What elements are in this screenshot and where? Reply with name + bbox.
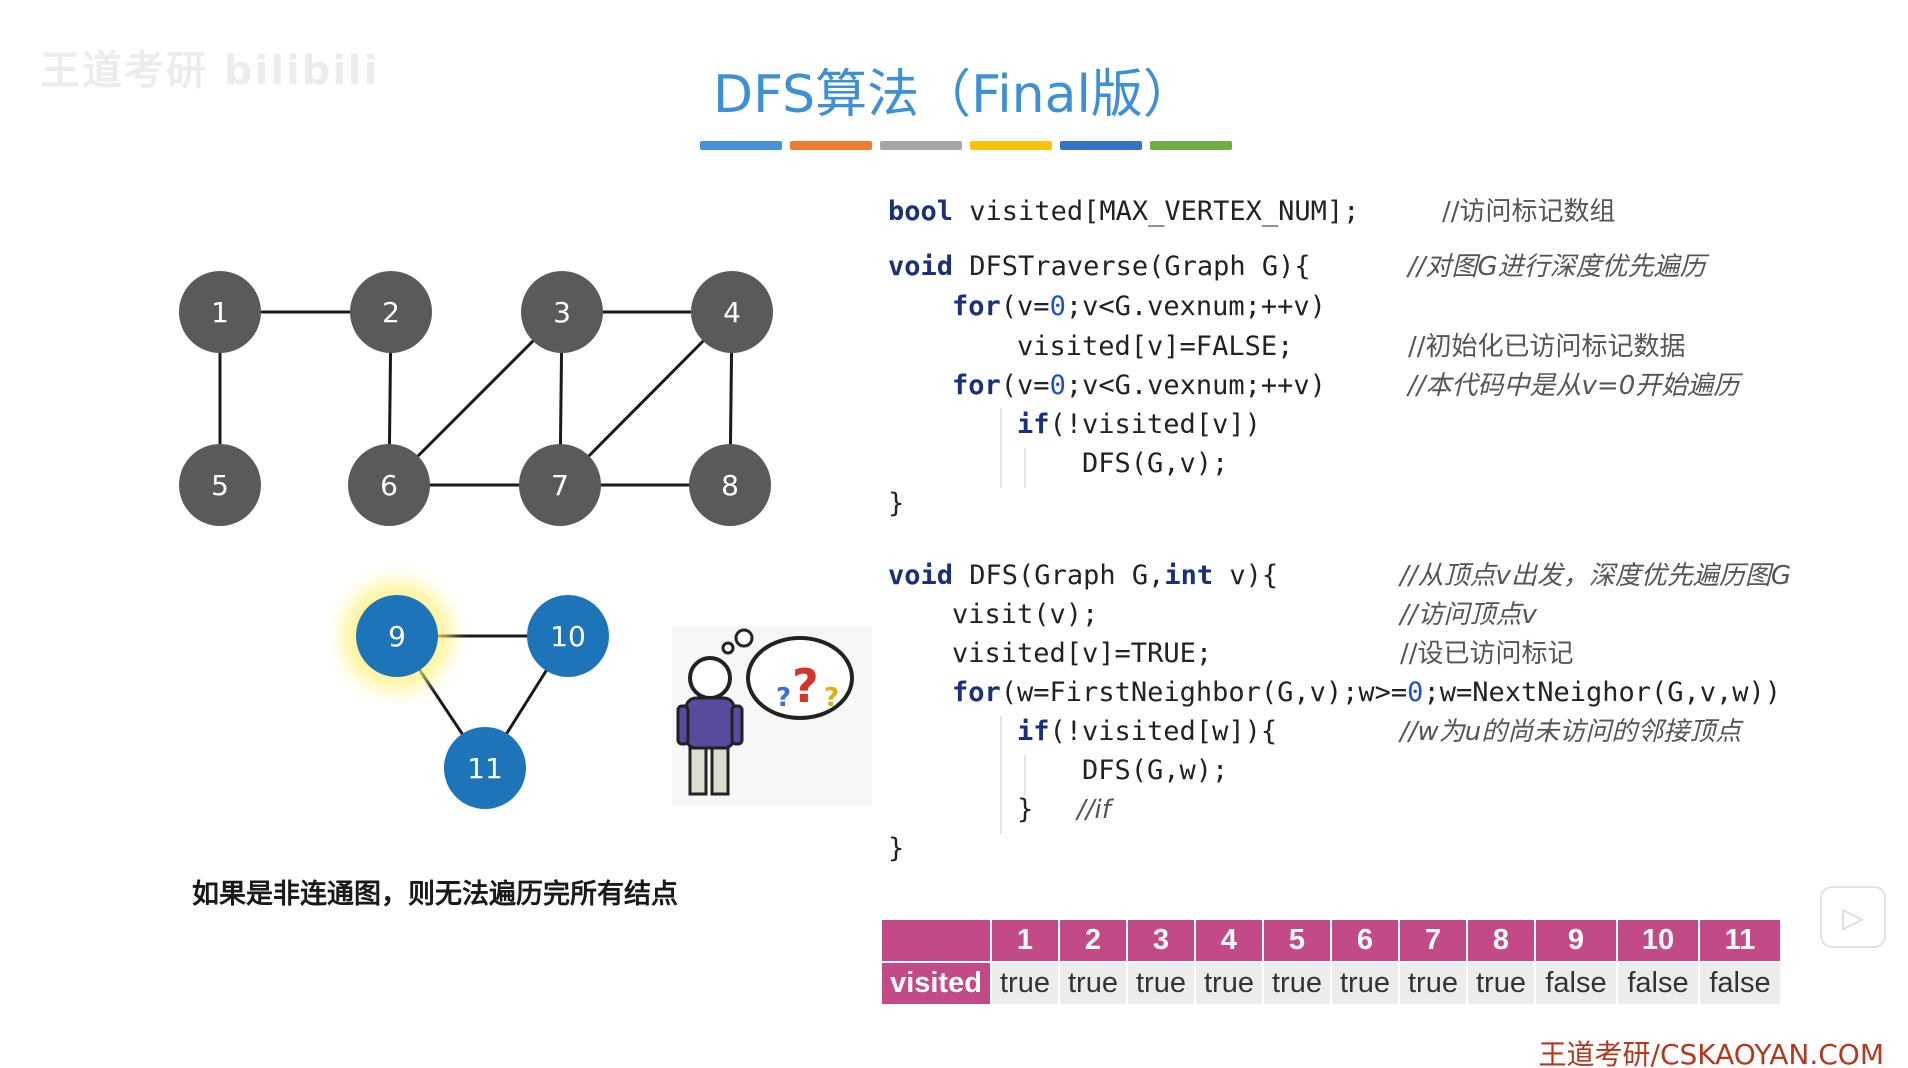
table-value-cell: true bbox=[1194, 961, 1264, 1006]
indent-guide bbox=[1024, 448, 1026, 488]
graph-node-highlighted: 9 bbox=[356, 595, 438, 677]
code-line-call-dfs-w: DFS(G,w); bbox=[1082, 755, 1229, 786]
code-comment: //初始化已访问标记数据 bbox=[1408, 332, 1686, 362]
code-line-if-neighbor: if(!visited[w]){ bbox=[1017, 716, 1278, 747]
graph-node: 11 bbox=[444, 727, 526, 809]
table-row-label: visited bbox=[880, 961, 992, 1006]
graph-node: 7 bbox=[519, 444, 601, 526]
page-title: DFS算法（Final版） bbox=[713, 65, 1195, 125]
table-index-cell: 3 bbox=[1126, 918, 1196, 963]
graph-node: 10 bbox=[527, 595, 609, 677]
code-line-mark: visited[v]=TRUE; bbox=[952, 638, 1213, 669]
code-line-close: } bbox=[888, 488, 905, 519]
title-bar-segment bbox=[1060, 141, 1142, 150]
graph-node: 1 bbox=[179, 271, 261, 353]
caption-text: 如果是非连通图，则无法遍历完所有结点 bbox=[192, 879, 678, 910]
table-value-cell: false bbox=[1534, 961, 1618, 1006]
table-value-cell: false bbox=[1616, 961, 1700, 1006]
table-value-cell: true bbox=[1126, 961, 1196, 1006]
code-line-visit: visit(v); bbox=[952, 599, 1099, 630]
table-index-cell: 10 bbox=[1616, 918, 1700, 963]
table-index-cell: 6 bbox=[1330, 918, 1400, 963]
code-comment: //本代码中是从v=0开始遍历 bbox=[1408, 371, 1740, 401]
table-row: visited true true true true true true tr… bbox=[880, 961, 1782, 1006]
svg-text:?: ? bbox=[776, 683, 791, 713]
graph-node: 5 bbox=[179, 444, 261, 526]
code-line-for-neighbor: for(w=FirstNeighbor(G,v);w>=0;w=NextNeig… bbox=[952, 677, 1782, 708]
table-value-cell: true bbox=[990, 961, 1060, 1006]
graph-node: 3 bbox=[521, 271, 603, 353]
table-index-cell: 11 bbox=[1698, 918, 1782, 963]
svg-text:?: ? bbox=[792, 659, 819, 713]
table-value-cell: true bbox=[1330, 961, 1400, 1006]
graph-node: 4 bbox=[691, 271, 773, 353]
title-bar-segment bbox=[1150, 141, 1232, 150]
code-comment: //访问顶点v bbox=[1400, 600, 1537, 630]
title-bar-segment bbox=[700, 141, 782, 150]
table-index-cell: 9 bbox=[1534, 918, 1618, 963]
table-index-cell: 8 bbox=[1466, 918, 1536, 963]
title-bar-segment bbox=[880, 141, 962, 150]
graph-node: 2 bbox=[350, 271, 432, 353]
table-value-cell: true bbox=[1262, 961, 1332, 1006]
code-comment: //if bbox=[1077, 795, 1111, 825]
visited-array-table: 1 2 3 4 5 6 7 8 9 10 11 visited true tru… bbox=[880, 918, 1782, 1006]
code-comment: //w为u的尚未访问的邻接顶点 bbox=[1400, 717, 1742, 747]
code-comment: //访问标记数组 bbox=[1442, 197, 1616, 227]
site-footer: 王道考研/CSKAOYAN.COM bbox=[1538, 1038, 1884, 1068]
table-value-cell: true bbox=[1398, 961, 1468, 1006]
table-value-cell: false bbox=[1698, 961, 1782, 1006]
code-comment: //从顶点v出发，深度优先遍历图G bbox=[1400, 561, 1792, 591]
code-line-if-close: } bbox=[1017, 794, 1034, 825]
play-icon: ▷ bbox=[1842, 900, 1864, 934]
table-index-cell: 7 bbox=[1398, 918, 1468, 963]
code-line-init: visited[v]=FALSE; bbox=[1017, 331, 1294, 362]
indent-guide bbox=[1000, 408, 1002, 488]
table-index-cell: 1 bbox=[990, 918, 1060, 963]
code-line-if-visited: if(!visited[v]) bbox=[1017, 409, 1261, 440]
table-corner-cell bbox=[880, 918, 992, 963]
indent-guide bbox=[1000, 716, 1002, 834]
code-line-for-traverse: for(v=0;v<G.vexnum;++v) bbox=[952, 370, 1326, 401]
title-bar-segment bbox=[970, 141, 1052, 150]
table-index-cell: 4 bbox=[1194, 918, 1264, 963]
bilibili-watermark: 王道考研 bilibili bbox=[40, 48, 380, 94]
play-button[interactable]: ▷ bbox=[1820, 886, 1886, 948]
thinking-person-icon: ? ? ? bbox=[672, 626, 872, 806]
graph-node: 6 bbox=[348, 444, 430, 526]
code-line-for-init: for(v=0;v<G.vexnum;++v) bbox=[952, 291, 1326, 322]
code-comment: //设已访问标记 bbox=[1400, 639, 1574, 669]
code-line-call-dfs: DFS(G,v); bbox=[1082, 448, 1229, 479]
code-line-dfstraverse-header: void DFSTraverse(Graph G){ bbox=[888, 251, 1311, 282]
code-comment: //对图G进行深度优先遍历 bbox=[1408, 252, 1706, 282]
indent-guide bbox=[1024, 755, 1026, 795]
title-bar-segment bbox=[790, 141, 872, 150]
table-index-cell: 5 bbox=[1262, 918, 1332, 963]
table-value-cell: true bbox=[1058, 961, 1128, 1006]
table-index-cell: 2 bbox=[1058, 918, 1128, 963]
code-line-dfs-close: } bbox=[888, 833, 905, 864]
table-value-cell: true bbox=[1466, 961, 1536, 1006]
table-header-row: 1 2 3 4 5 6 7 8 9 10 11 bbox=[880, 918, 1782, 963]
title-color-bar bbox=[700, 141, 1232, 150]
graph-node: 8 bbox=[689, 444, 771, 526]
svg-text:?: ? bbox=[824, 683, 839, 713]
code-line-visited-decl: bool visited[MAX_VERTEX_NUM]; bbox=[888, 196, 1360, 227]
code-line-dfs-header: void DFS(Graph G,int v){ bbox=[888, 560, 1279, 591]
